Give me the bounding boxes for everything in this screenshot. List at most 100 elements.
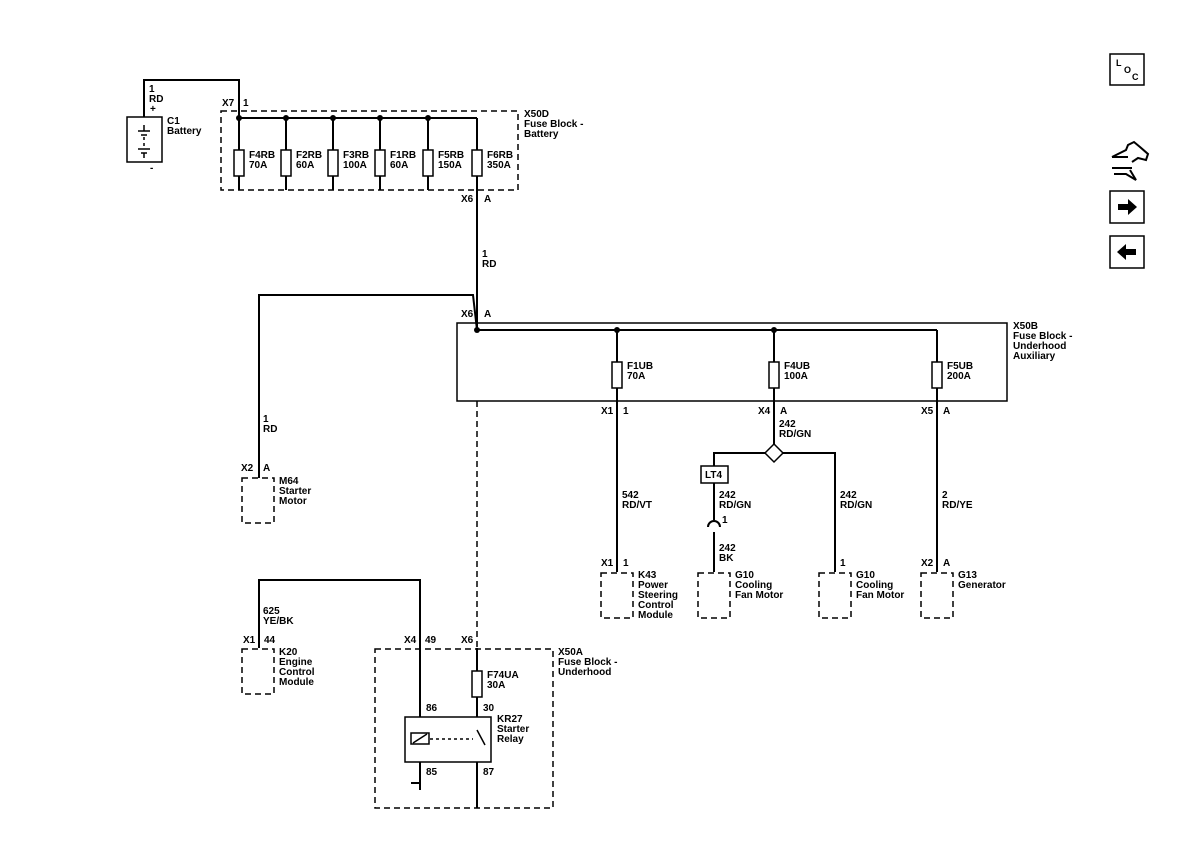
m64-pin: A [263, 463, 270, 474]
f6rb-rating: 350A [487, 160, 511, 171]
f4ub-name: F4UB [784, 361, 810, 372]
m64-wire-color: RD [263, 424, 277, 435]
kr27-pin-86: 86 [426, 703, 438, 714]
g10-right-name-2: Fan Motor [856, 590, 904, 601]
k43-pin: 1 [623, 558, 629, 569]
g10-right-ref: G10 [856, 570, 875, 581]
f1ub-connector: X1 [601, 406, 614, 417]
x50a-pin-left: 49 [425, 635, 437, 646]
generator-g13: X2 A G13 Generator [920, 558, 1006, 619]
fuse-f74ua [471, 670, 483, 698]
x50d-pin-top: 1 [243, 98, 249, 109]
f74ua-rating: 30A [487, 680, 505, 691]
arrow-right-icon [1118, 199, 1137, 215]
engine-control-module-k20: X1 44 K20 Engine Control Module [241, 635, 315, 695]
x50b-ref: X50B [1013, 321, 1038, 332]
k43-name-1: Power [638, 580, 668, 591]
x50a-name-2: Underhood [558, 667, 611, 678]
battery-positive: + [150, 104, 156, 115]
k20-wire-color: YE/BK [263, 616, 294, 627]
lt4-pin: 1 [722, 515, 728, 526]
k20-outline [241, 648, 275, 695]
x50d-name-2: Battery [524, 129, 559, 140]
g13-wire-circuit: 2 [942, 490, 948, 501]
back-button[interactable] [1109, 235, 1145, 269]
f5rb-name: F5RB [438, 150, 464, 161]
f1rb-name: F1RB [390, 150, 416, 161]
fuse-f4rb: F4RB 70A [233, 115, 275, 190]
f1ub-name: F1UB [627, 361, 653, 372]
x50b-name-3: Auxiliary [1013, 351, 1056, 362]
loc-letter-l: L [1116, 58, 1122, 68]
m64-outline [241, 477, 275, 524]
relay-switch-icon [476, 729, 486, 746]
k43-name-4: Module [638, 610, 673, 621]
f2rb-name: F2RB [296, 150, 322, 161]
g13-connector: X2 [921, 558, 934, 569]
f5ub-rating: 200A [947, 371, 971, 382]
inline-connector-icon [707, 520, 721, 528]
x50b-connector-in: X6 [461, 309, 474, 320]
lt4-wire-circuit: 242 [719, 490, 736, 501]
main-wire-circuit: 1 [482, 249, 488, 260]
x50d-outline [220, 110, 519, 191]
f4ub-rating: 100A [784, 371, 808, 382]
component-view-icon[interactable] [1111, 140, 1150, 181]
k43-wire-color: RD/VT [622, 500, 652, 511]
g10-left-wire-circuit: 242 [719, 543, 736, 554]
kr27-ref: KR27 [497, 714, 523, 725]
k20-wire-circuit: 625 [263, 606, 280, 617]
g13-name-1: Generator [958, 580, 1006, 591]
f1rb-rating: 60A [390, 160, 408, 171]
k20-pin: 44 [264, 635, 276, 646]
g10-left-name-2: Fan Motor [735, 590, 783, 601]
splice-diamond [763, 442, 785, 464]
fuse-block-x50b: X6 A X50B Fuse Block - Underhood Auxilia… [456, 309, 1072, 417]
g10-left-wire-color: BK [719, 553, 734, 564]
k20-name-1: Engine [279, 657, 313, 668]
splice-wire-circuit: 242 [779, 419, 796, 430]
g10-right-name-1: Cooling [856, 580, 893, 591]
g10-right-wire-circuit: 242 [840, 490, 857, 501]
f3rb-name: F3RB [343, 150, 369, 161]
forward-button[interactable] [1109, 190, 1145, 224]
power-steering-module-k43: X1 1 K43 Power Steering Control Module [600, 558, 678, 621]
g10-left-outline [697, 572, 731, 619]
battery-negative: - [150, 163, 153, 174]
option-lt4: LT4 [700, 465, 729, 484]
k43-name-3: Control [638, 600, 674, 611]
f5ub-name: F5UB [947, 361, 973, 372]
lt4-wire-color: RD/GN [719, 500, 751, 511]
m64-name-1: Starter [279, 486, 311, 497]
kr27-pin-87: 87 [483, 767, 495, 778]
loc-button[interactable]: L O C [1109, 53, 1145, 86]
f1ub-rating: 70A [627, 371, 645, 382]
x50d-name-1: Fuse Block - [524, 119, 583, 130]
x50a-name-1: Fuse Block - [558, 657, 617, 668]
battery-name: Battery [167, 126, 202, 137]
x50b-name-1: Fuse Block - [1013, 331, 1072, 342]
fuse-f6rb: F6RB 350A [471, 118, 513, 190]
cooling-fan-motor-g10-right: 1 G10 Cooling Fan Motor [818, 558, 904, 619]
wire-splice-right [783, 452, 836, 572]
battery-ref: C1 [167, 116, 180, 127]
battery-wire-circuit: 1 [149, 84, 155, 95]
f5ub-pin: A [943, 406, 950, 417]
fuse-f2rb: F2RB 60A [280, 115, 322, 190]
k43-name-2: Steering [638, 590, 678, 601]
starter-relay-kr27: 86 30 85 87 KR27 Starter Relay [404, 703, 529, 778]
wire-splice-left [713, 452, 765, 466]
lt4-label: LT4 [705, 470, 722, 481]
x50b-name-2: Underhood [1013, 341, 1066, 352]
m64-name-2: Motor [279, 496, 307, 507]
battery-c1: + - C1 Battery 1 RD [126, 84, 202, 174]
g13-outline [920, 572, 954, 619]
x50a-connector-left: X4 [404, 635, 417, 646]
g13-ref: G13 [958, 570, 977, 581]
kr27-name-2: Relay [497, 734, 524, 745]
g13-pin: A [943, 558, 950, 569]
k20-name-3: Module [279, 677, 314, 688]
x50b-outline [456, 322, 1008, 402]
x50d-connector-top: X7 [222, 98, 235, 109]
